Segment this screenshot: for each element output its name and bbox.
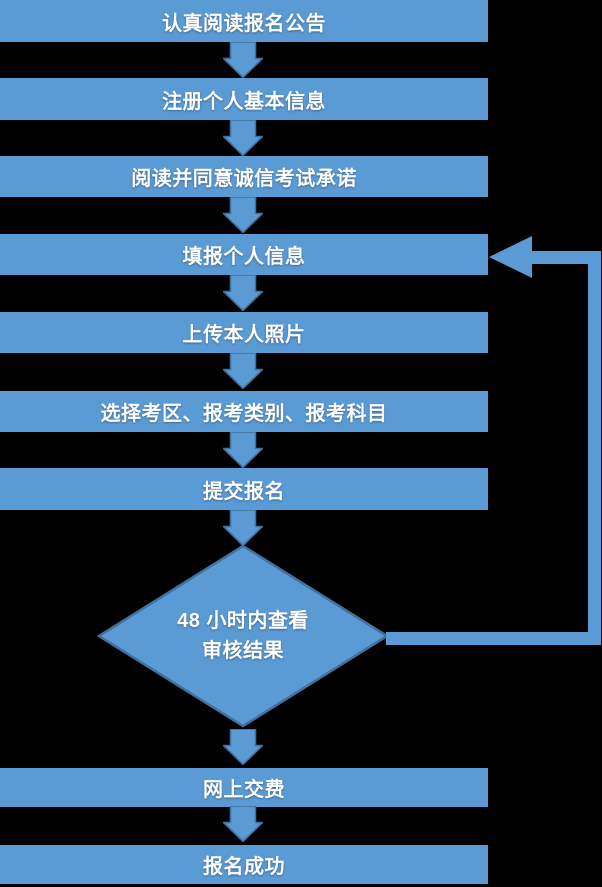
loop-connector-bottom-segment <box>386 632 601 645</box>
decision-label: 48 小时内查看 审核结果 <box>97 544 389 728</box>
down-arrow-icon <box>223 275 263 311</box>
decision-label-line1: 48 小时内查看 <box>177 610 309 632</box>
down-arrow-icon <box>223 806 263 842</box>
down-arrow-icon <box>223 120 263 156</box>
down-arrow-icon <box>223 42 263 78</box>
down-arrow-icon <box>223 197 263 233</box>
left-arrow-icon <box>489 236 532 278</box>
loop-connector-top-segment <box>531 251 601 264</box>
step-box-select-exam-options: 选择考区、报考类别、报考科目 <box>0 391 488 432</box>
down-arrow-icon <box>223 353 263 389</box>
step-box-register-info: 注册个人基本信息 <box>0 78 488 120</box>
step-box-submit-registration: 提交报名 <box>0 468 488 510</box>
decision-label-line2: 审核结果 <box>202 640 284 662</box>
step-box-fill-personal-info: 填报个人信息 <box>0 234 488 275</box>
loop-connector-vertical-segment <box>588 251 601 645</box>
step-box-upload-photo: 上传本人照片 <box>0 312 488 353</box>
step-box-agree-commitment: 阅读并同意诚信考试承诺 <box>0 156 488 197</box>
down-arrow-icon <box>223 729 263 765</box>
step-box-registration-success: 报名成功 <box>0 845 488 884</box>
down-arrow-icon <box>223 432 263 468</box>
step-box-pay-online: 网上交费 <box>0 768 488 807</box>
decision-diamond <box>97 544 389 728</box>
step-box-read-announcement: 认真阅读报名公告 <box>0 0 488 42</box>
down-arrow-icon <box>223 510 263 546</box>
